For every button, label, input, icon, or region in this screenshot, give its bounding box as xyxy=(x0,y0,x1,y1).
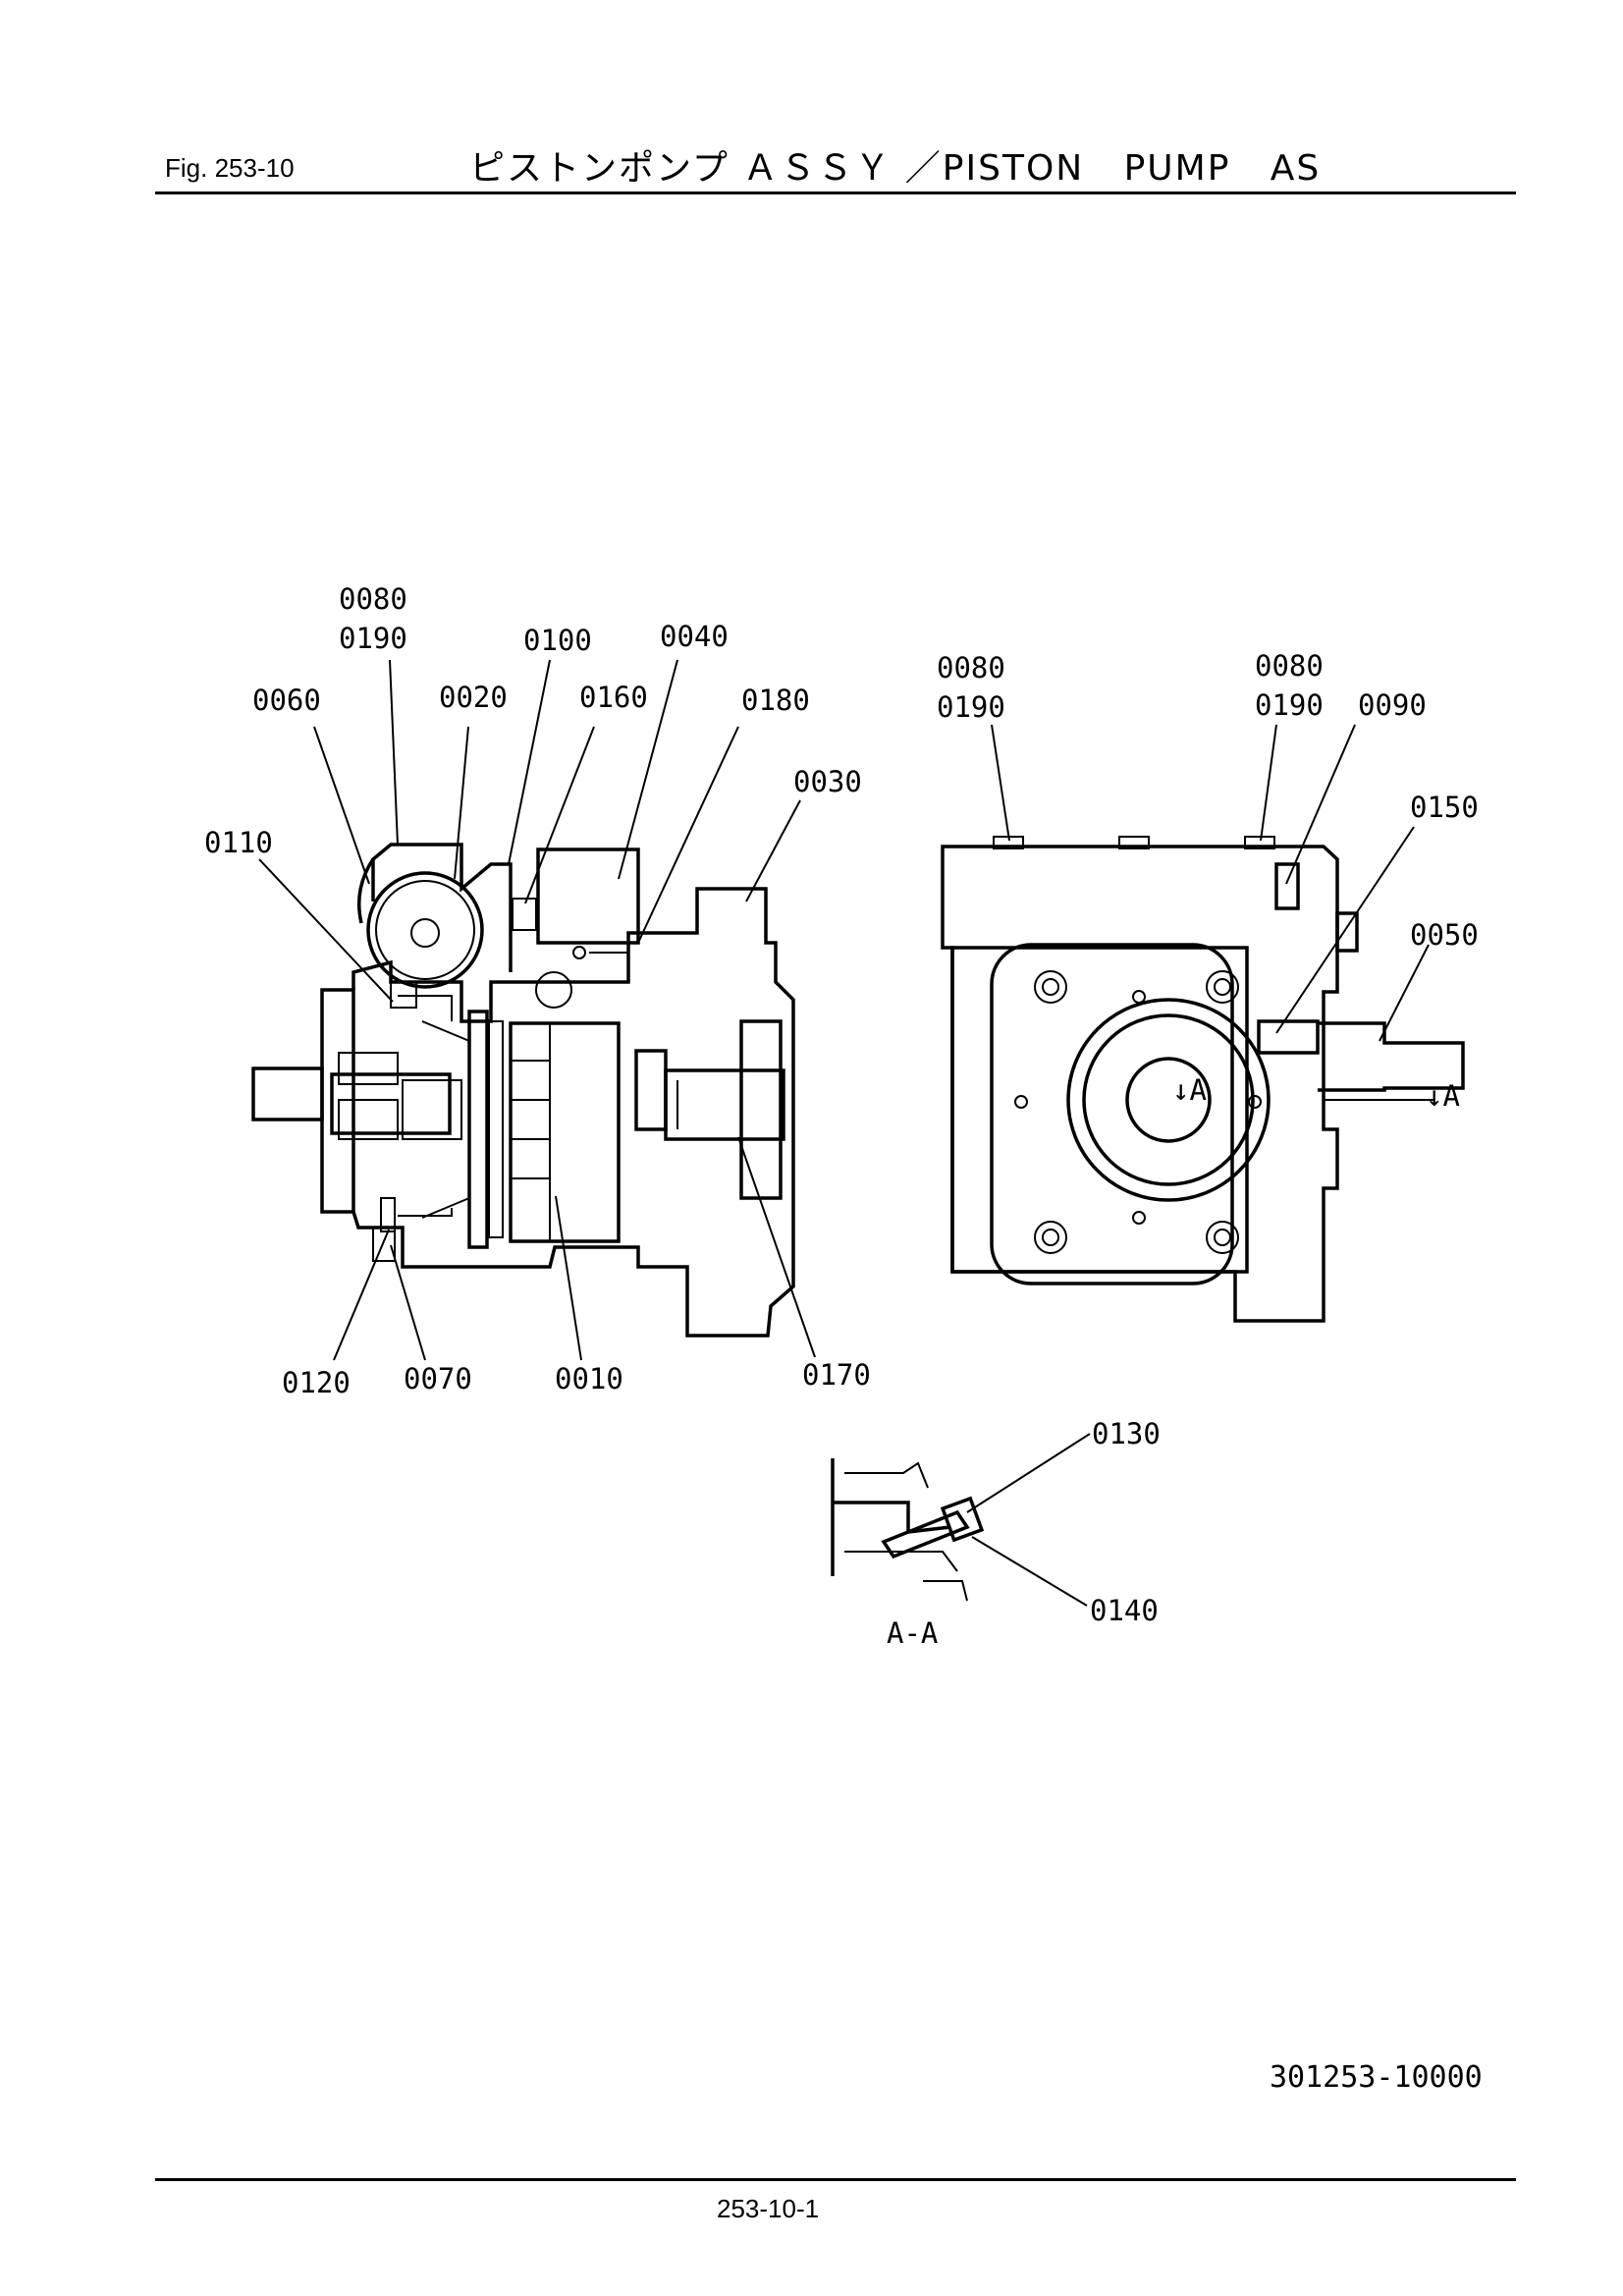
section-a-a-detail xyxy=(831,1433,1091,1607)
pump-section-view xyxy=(251,843,795,1338)
part-callout-0010: 0010 xyxy=(555,1362,623,1395)
leader-lines-right xyxy=(991,724,1430,1042)
part-callout-0090: 0090 xyxy=(1358,688,1427,722)
part-callout-0180: 0180 xyxy=(741,683,810,717)
header-rule xyxy=(155,191,1516,194)
part-callout-0080: 0080 xyxy=(339,582,407,616)
figure-number: Fig. 253-10 xyxy=(165,153,295,183)
leader-lines-left xyxy=(258,659,816,1361)
part-callout-0080: 0080 xyxy=(1255,649,1324,683)
section-label: A-A xyxy=(887,1616,938,1650)
pump-end-view xyxy=(941,836,1465,1323)
callouts-right: 0080 0190 0080 0190 0090 0150 0050 ↓A ↓A xyxy=(937,649,1479,1113)
part-callout-0140: 0140 xyxy=(1090,1594,1159,1627)
part-callout-0170: 0170 xyxy=(802,1358,871,1392)
callouts-left: 0080 0190 0100 0040 0060 0020 0160 0180 … xyxy=(204,582,871,1399)
part-callout-0060: 0060 xyxy=(252,683,321,717)
part-callout-0190: 0190 xyxy=(937,690,1005,724)
section-mark-a-center: ↓A xyxy=(1172,1073,1207,1107)
part-callout-0080: 0080 xyxy=(937,651,1005,684)
page-title: ピストンポンプ ＡＳＳＹ ／PISTON PUMP AS xyxy=(469,148,1322,189)
section-mark-a-side: ↓A xyxy=(1426,1079,1460,1113)
part-callout-0130: 0130 xyxy=(1092,1417,1161,1450)
part-callout-0190: 0190 xyxy=(1255,688,1324,722)
callouts-section: 0130 0140 A-A xyxy=(887,1417,1161,1650)
part-callout-0040: 0040 xyxy=(660,620,729,653)
part-callout-0190: 0190 xyxy=(339,622,407,655)
page-number: 253-10-1 xyxy=(717,2194,820,2223)
part-callout-0110: 0110 xyxy=(204,826,273,859)
part-callout-0030: 0030 xyxy=(793,765,862,798)
footer-rule xyxy=(155,2178,1516,2181)
part-callout-0100: 0100 xyxy=(523,624,592,657)
part-callout-0120: 0120 xyxy=(282,1366,351,1399)
part-callout-0070: 0070 xyxy=(404,1362,472,1395)
part-callout-0020: 0020 xyxy=(439,681,508,714)
part-callout-0160: 0160 xyxy=(579,681,648,714)
drawing-number: 301253-10000 xyxy=(1270,2060,1483,2095)
part-callout-0050: 0050 xyxy=(1410,918,1479,952)
part-callout-0150: 0150 xyxy=(1410,791,1479,824)
